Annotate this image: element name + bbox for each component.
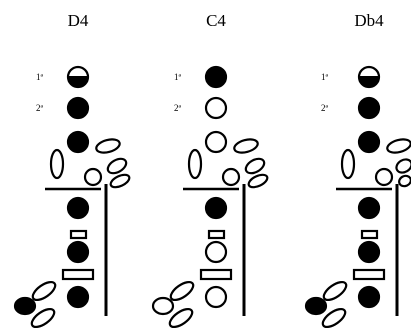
fingering-column-c4: C4 1ª 2ª [151,11,269,329]
note-title: C4 [206,11,226,30]
low-key-bottom [30,307,56,329]
note-title: Db4 [354,11,384,30]
tone-hole-2 [357,130,381,154]
tone-hole-6 [357,285,381,309]
small-key [207,229,226,240]
tone-hole-4 [66,196,90,220]
side-key-right-2 [247,173,269,189]
long-key [61,268,95,281]
register-key [66,65,90,89]
side-key-top [95,138,121,154]
low-key-top [31,280,57,302]
low-key-round [13,296,37,316]
register-label-1: 1ª [174,72,182,82]
low-key-round [304,296,328,316]
register-label-2: 2ª [36,103,44,113]
register-key [357,65,381,89]
small-key [69,229,88,240]
side-key-right-1 [244,157,266,175]
tone-hole-1 [204,96,228,120]
side-key-left [340,148,356,180]
register-label-2: 2ª [174,103,182,113]
side-key-right-3 [221,167,241,187]
tone-hole-1 [66,96,90,120]
tone-hole-1 [357,96,381,120]
side-key-right-1 [106,157,128,175]
side-key-top [386,138,411,154]
low-key-round [151,296,175,316]
low-key-bottom [168,307,194,329]
long-key [352,268,386,281]
note-title: D4 [68,11,89,30]
tone-hole-4 [357,196,381,220]
low-key-top [169,280,195,302]
side-key-top [233,138,259,154]
side-key-right-2 [109,173,131,189]
side-key-right-3 [374,167,394,187]
register-label-1: 1ª [36,72,44,82]
low-key-top [322,280,348,302]
register-key [204,65,228,89]
register-label-2: 2ª [321,103,329,113]
tone-hole-6 [66,285,90,309]
long-key [199,268,233,281]
tone-hole-5 [66,240,90,264]
side-key-left [49,148,65,180]
tone-hole-2 [204,130,228,154]
small-key [360,229,379,240]
side-key-right-1 [395,158,411,174]
tone-hole-6 [204,285,228,309]
side-key-right-2 [398,174,411,188]
fingering-column-d4: D4 1ª 2ª [13,11,131,329]
tone-hole-5 [357,240,381,264]
register-label-1: 1ª [321,72,329,82]
low-key-bottom [321,307,347,329]
tone-hole-5 [204,240,228,264]
side-key-left [187,148,203,180]
tone-hole-2 [66,130,90,154]
fingering-column-db4: Db4 1ª 2ª [304,11,411,329]
side-key-right-3 [83,167,103,187]
tone-hole-4 [204,196,228,220]
